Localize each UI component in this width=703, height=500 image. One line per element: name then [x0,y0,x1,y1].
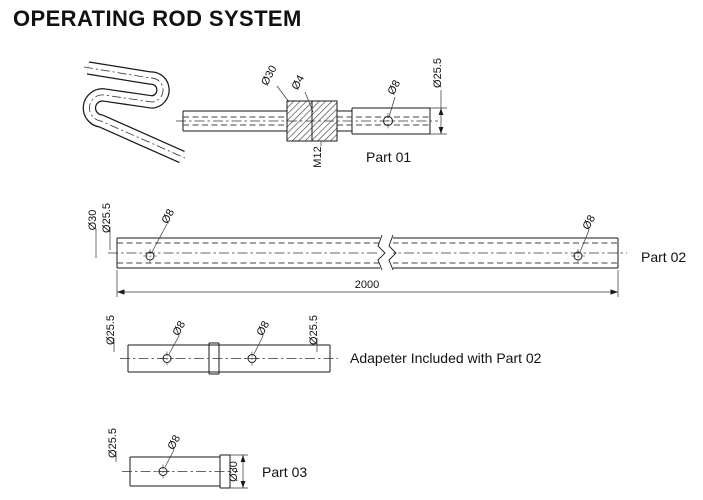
dim-arrow [117,289,125,295]
dim-label-d8: Ø8 [166,433,183,452]
dim-label-d25-5-left: Ø25.5 [105,315,117,345]
dim-label-d25-5: Ø25.5 [101,203,113,233]
dim-arrow [240,481,246,488]
hook-centerline [83,66,186,159]
part03-drawing: Ø25.5 Ø8 Ø30 Part 03 [107,428,307,489]
part02-dimension [116,270,619,297]
break-line-right [388,234,397,271]
dim-label-d8: Ø8 [386,78,403,97]
part02-rod-outline [116,237,619,269]
dim-label-d8-left: Ø8 [171,319,188,338]
adapter-drawing: Ø25.5 Ø8 Ø8 Ø25.5 Adapeter Included with… [105,315,542,375]
adapter-hole-centermarks [160,351,259,366]
part03-caption: Part 03 [262,464,307,480]
adapter-caption: Adapeter Included with Part 02 [350,350,542,366]
dim-label-d25-5: Ø25.5 [107,428,119,458]
part01-caption: Part 01 [366,149,411,165]
dim-label-d30: Ø30 [259,64,279,88]
dim-label-d25-5: Ø25.5 [432,58,444,88]
part03-hole-centermarks [156,464,170,479]
dim-label-d8-right: Ø8 [255,319,272,338]
dim-arrow [240,455,246,462]
part01-hole-centermarks [380,113,396,129]
dim-arrow [610,289,618,295]
dim-label-d4: Ø4 [290,73,307,92]
break-line-left [377,234,386,271]
dim-label-d30: Ø30 [87,210,99,231]
hook-outline [82,61,185,164]
part01-hidden-lines [183,116,430,126]
dim-arrow [438,108,444,115]
dim-label-d30: Ø30 [228,461,240,482]
dim-label-d8-right: Ø8 [581,213,598,232]
part02-leaders [95,223,590,258]
page-title: OPERATING ROD SYSTEM [13,6,302,31]
part01-drawing: Ø30 Ø4 Ø8 Ø25.5 M12 Part 01 [82,58,447,168]
adapter-leaders [113,335,318,355]
dim-label-m12: M12 [312,146,324,167]
part02-caption: Part 02 [641,249,686,265]
length-dim-label: 2000 [355,279,379,291]
dim-arrow [438,127,444,134]
part02-hole-centermarks [143,249,585,263]
part02-drawing: Ø30 Ø25.5 Ø8 Ø8 2000 Part 02 [87,203,686,297]
dim-label-d8-left: Ø8 [160,207,177,226]
part02-hidden-lines [117,242,618,264]
dim-label-d25-5-right: Ø25.5 [308,315,320,345]
